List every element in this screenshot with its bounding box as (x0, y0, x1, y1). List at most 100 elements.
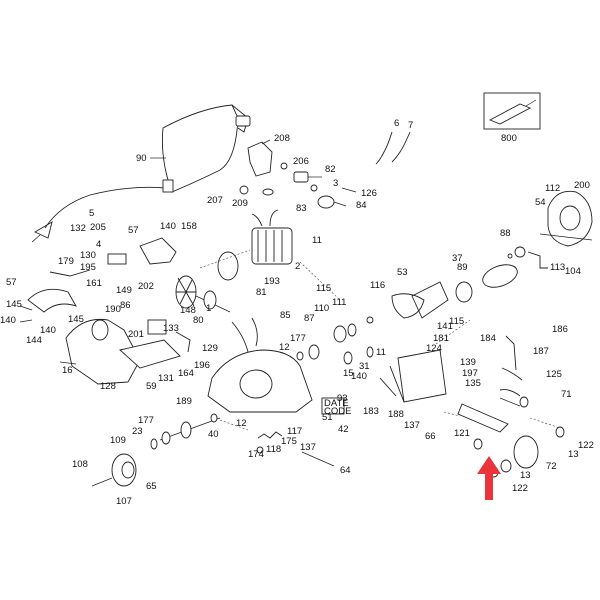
label-87: 87 (304, 313, 315, 324)
label-83: 83 (296, 203, 307, 214)
label-122-right: 122 (578, 440, 594, 451)
label-109: 109 (110, 435, 126, 446)
label-144: 144 (26, 335, 42, 346)
label-85: 85 (280, 310, 291, 321)
label-145-mid: 145 (68, 314, 84, 325)
label-137-low: 137 (300, 442, 316, 453)
label-81: 81 (256, 287, 267, 298)
elbow-part (247, 139, 273, 177)
label-11-mid: 11 (376, 347, 386, 358)
label-23: 23 (132, 426, 143, 437)
label-15: 15 (343, 368, 354, 379)
label-72: 72 (546, 461, 557, 472)
label-51: 51 (322, 412, 333, 423)
date-code-box (321, 397, 345, 415)
label-4: 4 (96, 239, 101, 250)
label-177-mid: 177 (290, 333, 306, 344)
label-117: 117 (287, 426, 302, 437)
label-116: 116 (370, 280, 385, 291)
label-31: 31 (359, 361, 370, 372)
label-90: 90 (136, 153, 147, 164)
label-197: 197 (462, 368, 478, 379)
label-42: 42 (338, 424, 349, 435)
label-181: 181 (433, 333, 449, 344)
label-140-right: 140 (351, 371, 367, 382)
label-13-right: 13 (568, 449, 579, 460)
label-16: 16 (62, 365, 73, 376)
drive-shaft-parts (150, 413, 221, 450)
label-128: 128 (100, 381, 116, 392)
label-82: 82 (325, 164, 336, 175)
red-arrow-pointer-icon (477, 456, 501, 500)
label-2: 2 (295, 261, 300, 272)
label-148: 148 (180, 305, 196, 316)
label-149: 149 (116, 285, 132, 296)
dust-bag-part (150, 104, 251, 193)
label-121: 121 (454, 428, 470, 439)
label-141: 141 (437, 321, 453, 332)
label-145-left: 145 (6, 299, 22, 310)
label-115-mid: 115 (316, 283, 331, 294)
label-179: 179 (58, 256, 74, 267)
label-183: 183 (363, 406, 379, 417)
switch-box-part (379, 349, 447, 403)
label-12-low: 12 (236, 418, 247, 429)
label-132: 132 (70, 223, 86, 234)
label-89: 89 (457, 262, 468, 273)
label-125: 125 (546, 369, 562, 380)
label-107: 107 (116, 496, 132, 507)
label-59: 59 (146, 381, 157, 392)
label-189: 189 (176, 396, 192, 407)
field-assembly-part (251, 209, 293, 265)
label-140-top: 140 (160, 221, 176, 232)
label-5: 5 (89, 208, 94, 219)
label-112: 112 (545, 183, 560, 194)
label-124: 124 (426, 343, 442, 354)
label-88: 88 (500, 228, 511, 239)
label-93: 93 (337, 393, 348, 404)
label-118: 118 (266, 444, 281, 455)
label-184: 184 (480, 333, 496, 344)
label-137-right: 137 (404, 420, 420, 431)
label-188: 188 (388, 409, 404, 420)
label-111: 111 (332, 297, 346, 308)
label-7: 7 (408, 120, 413, 131)
date-code-line: CODE (324, 406, 351, 417)
label-186: 186 (552, 324, 568, 335)
label-110: 110 (314, 303, 329, 314)
label-139: 139 (460, 357, 476, 368)
label-207: 207 (207, 195, 223, 206)
label-53: 53 (397, 267, 408, 278)
label-113: 113 (550, 262, 565, 273)
label-12-mid: 12 (279, 342, 290, 353)
part-labels: 90 208 6 7 800 206 82 3 126 207 209 83 8… (0, 118, 594, 507)
armature-part (175, 275, 231, 313)
label-122-low: 122 (512, 483, 528, 494)
label-133: 133 (163, 323, 179, 334)
label-86: 86 (120, 300, 131, 311)
label-800: 800 (501, 133, 517, 144)
label-54: 54 (535, 197, 546, 208)
label-202: 202 (138, 281, 154, 292)
label-104: 104 (565, 266, 581, 277)
label-57-left: 57 (6, 277, 17, 288)
label-37: 37 (452, 253, 463, 264)
label-130: 130 (80, 250, 96, 261)
label-164: 164 (178, 368, 194, 379)
label-200: 200 (574, 180, 590, 191)
label-135: 135 (465, 378, 481, 389)
label-40: 40 (208, 429, 219, 440)
date-code-line: DATE (324, 398, 349, 409)
label-80: 80 (193, 315, 204, 326)
label-3: 3 (333, 178, 338, 189)
label-206: 206 (293, 156, 309, 167)
label-129: 129 (202, 343, 218, 354)
label-209: 209 (232, 198, 248, 209)
end-cover-part (539, 190, 593, 247)
label-6: 6 (394, 118, 399, 129)
label-71: 71 (561, 389, 572, 400)
label-64: 64 (340, 465, 351, 476)
label-174: 174 (248, 449, 264, 460)
